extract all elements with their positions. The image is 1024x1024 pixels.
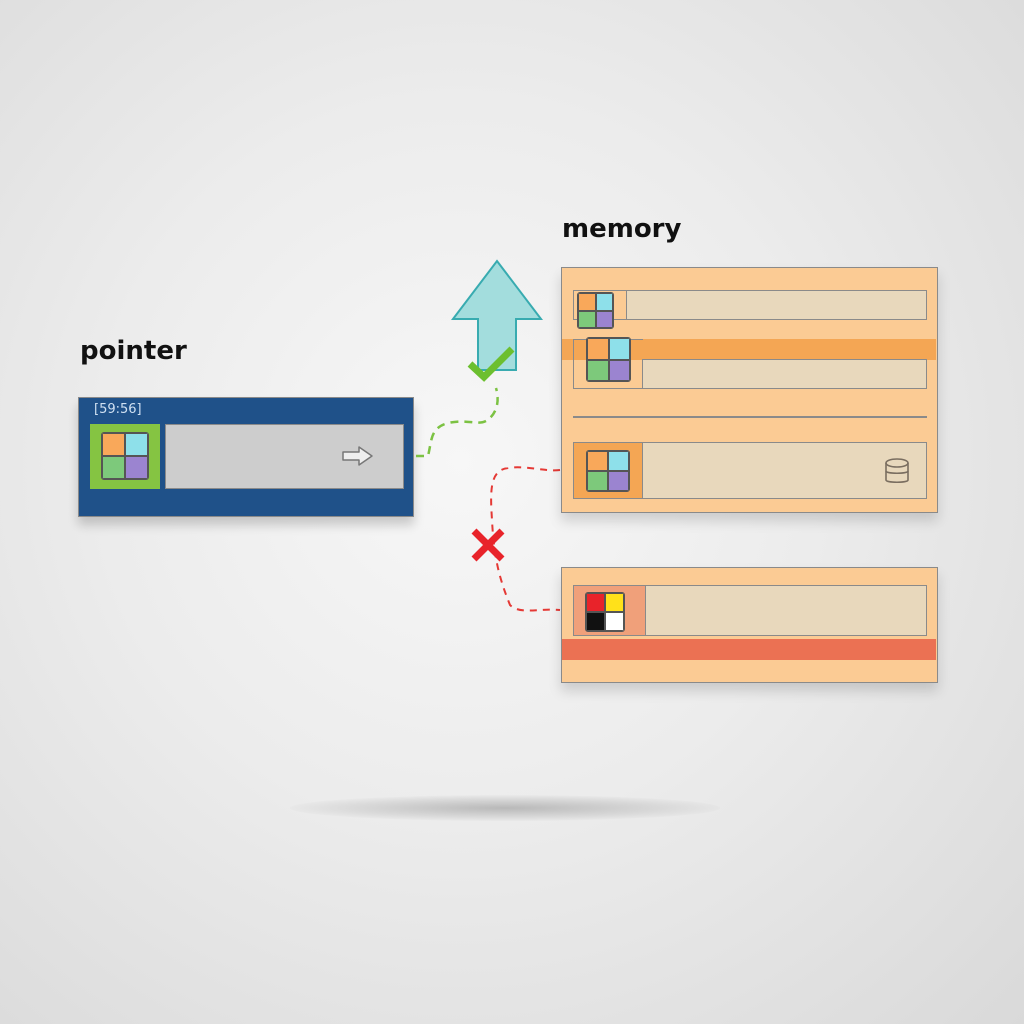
valid-connector bbox=[416, 387, 499, 458]
memory-label: memory bbox=[562, 214, 682, 244]
pointer-value-field[interactable] bbox=[165, 424, 404, 489]
invalid-connector bbox=[490, 466, 561, 612]
up-arrow-icon bbox=[450, 259, 544, 371]
slot-3-icon-cell bbox=[573, 442, 643, 499]
pointer-icon-cell bbox=[90, 424, 160, 489]
color-grid-icon bbox=[101, 432, 149, 480]
invalid-band bbox=[562, 639, 936, 660]
memory-slot-3[interactable] bbox=[642, 442, 927, 499]
pointer-address: [59:56] bbox=[94, 402, 142, 417]
invalid-icon-cell bbox=[573, 585, 646, 636]
memory-slot-2[interactable] bbox=[642, 359, 927, 389]
invalid-memory-block bbox=[561, 567, 938, 683]
check-icon bbox=[467, 346, 515, 382]
ground-shadow bbox=[290, 795, 720, 821]
invalid-color-grid-icon bbox=[585, 592, 625, 632]
highlight-band bbox=[562, 339, 936, 360]
pointer-label: pointer bbox=[80, 336, 187, 366]
color-grid-icon bbox=[586, 337, 631, 382]
invalid-slot-field[interactable] bbox=[645, 585, 927, 636]
arrow-right-icon bbox=[342, 446, 373, 466]
color-grid-icon bbox=[586, 450, 630, 492]
x-icon bbox=[471, 528, 505, 562]
pointer-box[interactable]: [59:56] bbox=[78, 397, 414, 517]
database-icon bbox=[885, 458, 909, 484]
memory-slot-1[interactable] bbox=[626, 290, 927, 320]
color-grid-icon bbox=[577, 292, 614, 329]
divider bbox=[573, 416, 927, 418]
memory-panel bbox=[561, 267, 938, 513]
